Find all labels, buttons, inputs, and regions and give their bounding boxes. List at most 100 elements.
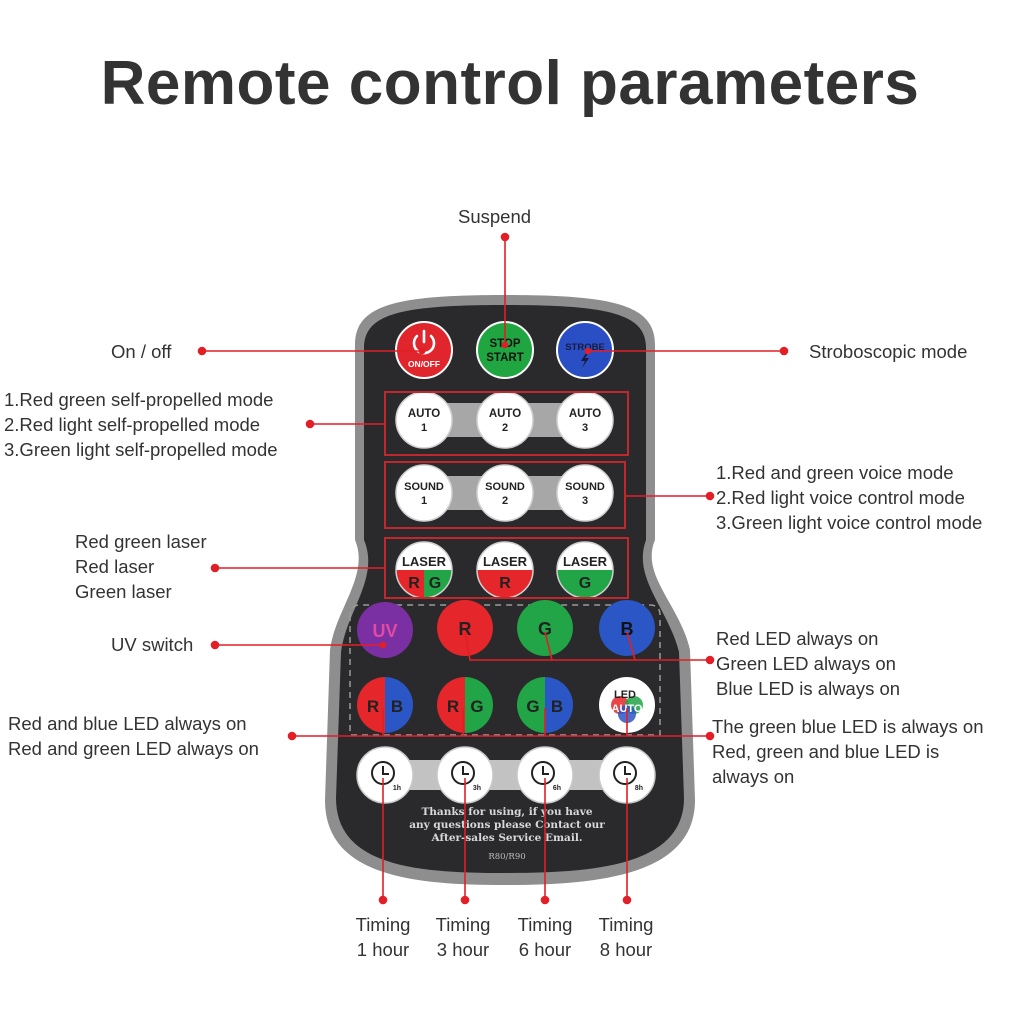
footer-line-1: Thanks for using, if you have <box>421 806 592 818</box>
laser-g-letter: G <box>579 575 591 592</box>
led-auto-button[interactable]: LED AUTO <box>599 677 655 733</box>
auto-2-label: AUTO <box>489 408 521 420</box>
label-led-single: Red LED always on Green LED always on Bl… <box>716 626 900 701</box>
sound-2-button[interactable]: SOUND 2 <box>476 464 534 522</box>
auto-3-number: 3 <box>582 422 588 434</box>
label-timing-8-word: Timing <box>598 914 654 935</box>
label-timing-8: Timing 8 hour <box>590 912 662 962</box>
label-uv-switch: UV switch <box>111 634 194 655</box>
label-stroboscopic: Stroboscopic mode <box>809 341 968 362</box>
label-auto-modes: 1.Red green self-propelled mode 2.Red li… <box>4 387 278 462</box>
timer-8h-label: 8h <box>635 785 643 792</box>
sound-3-number: 3 <box>582 495 588 507</box>
sound-3-button[interactable]: SOUND 3 <box>556 464 614 522</box>
label-laser-r: Red laser <box>75 556 155 577</box>
leader-lines <box>197 232 789 905</box>
auto-2-button[interactable]: AUTO 2 <box>476 391 534 449</box>
sound-2-number: 2 <box>502 495 508 507</box>
gb-g-letter: G <box>526 697 539 716</box>
timer-1h-button[interactable]: 1h <box>356 746 414 804</box>
timer-6h-label: 6h <box>553 785 561 792</box>
rb-r-letter: R <box>367 697 379 716</box>
label-timing-1-word: Timing <box>355 914 411 935</box>
red-led-label: R <box>459 619 472 639</box>
sound-1-number: 1 <box>421 495 427 507</box>
red-led-button[interactable]: R <box>437 600 493 656</box>
label-voice-2: 2.Red light voice control mode <box>716 487 965 508</box>
label-voice-3: 3.Green light voice control mode <box>716 512 983 533</box>
led-auto-led-label: LED <box>614 689 636 701</box>
label-led-combo-right: The green blue LED is always on Red, gre… <box>712 714 983 789</box>
footer-line-3: After-sales Service Email. <box>430 832 582 844</box>
sound-group-frame <box>384 461 626 529</box>
page-title: Remote control parameters <box>100 49 920 118</box>
label-timing-1-hours: 1 hour <box>356 939 410 960</box>
label-on-off: On / off <box>111 341 172 362</box>
label-suspend: Suspend <box>458 206 532 227</box>
label-voice-modes: 1.Red and green voice mode 2.Red light v… <box>716 460 982 535</box>
uv-label: UV <box>372 621 397 641</box>
clock-icon <box>531 761 555 785</box>
blue-led-button[interactable]: B <box>599 600 655 656</box>
timer-3h-button[interactable]: 3h <box>436 746 494 804</box>
sound-1-button[interactable]: SOUND 1 <box>395 464 453 522</box>
label-voice-1: 1.Red and green voice mode <box>716 462 954 483</box>
start-label: START <box>486 352 523 364</box>
led-area-outline <box>349 604 661 736</box>
laser-r-letter: R <box>499 575 511 592</box>
label-timing-8-hours: 8 hour <box>599 939 653 960</box>
label-auto-1: 1.Red green self-propelled mode <box>4 389 274 410</box>
label-timing-3: Timing 3 hour <box>427 912 499 962</box>
label-timing-6-word: Timing <box>517 914 573 935</box>
laser-g-label: LASER <box>563 554 608 569</box>
timer-3h-label: 3h <box>473 785 481 792</box>
timer-1h-label: 1h <box>393 785 401 792</box>
green-led-label: G <box>538 619 552 639</box>
label-auto-3: 3.Green light self-propelled mode <box>4 439 278 460</box>
rb-b-letter: B <box>391 697 403 716</box>
label-auto-2: 2.Red light self-propelled mode <box>4 414 261 435</box>
sound-3-label: SOUND <box>565 481 605 493</box>
label-green-led: Green LED always on <box>716 653 896 674</box>
sound-2-label: SOUND <box>485 481 525 493</box>
auto-1-button[interactable]: AUTO 1 <box>395 391 453 449</box>
label-laser-rg: Red green laser <box>75 531 207 552</box>
label-timing-6: Timing 6 hour <box>509 912 581 962</box>
label-red-green-led: Red and green LED always on <box>8 738 259 759</box>
label-laser-modes: Red green laser Red laser Green laser <box>75 529 207 604</box>
lightning-icon <box>581 353 589 368</box>
label-rgb-led-2: always on <box>712 766 795 787</box>
footer-model: R80/R90 <box>488 852 525 862</box>
footer-line-2: any questions please Contact our <box>409 819 605 831</box>
gb-b-letter: B <box>551 697 563 716</box>
label-timing-1: Timing 1 hour <box>347 912 419 962</box>
auto-1-number: 1 <box>421 422 427 434</box>
strobe-label: STROBE <box>565 342 605 353</box>
label-green-blue-led: The green blue LED is always on <box>712 716 984 737</box>
power-label: ON/OFF <box>408 359 440 369</box>
label-laser-g: Green laser <box>75 581 172 602</box>
sound-1-label: SOUND <box>404 481 444 493</box>
laser-rg-r: R <box>408 575 420 592</box>
clock-icon <box>451 761 475 785</box>
timer-connector <box>385 760 630 790</box>
label-red-blue-led: Red and blue LED always on <box>8 713 247 734</box>
laser-rg-label: LASER <box>402 554 447 569</box>
green-led-button[interactable]: G <box>517 600 573 656</box>
auto-2-number: 2 <box>502 422 508 434</box>
label-timing-6-hours: 6 hour <box>518 939 572 960</box>
clock-icon <box>613 761 637 785</box>
label-red-led: Red LED always on <box>716 628 879 649</box>
laser-rg-button[interactable]: LASER R G <box>395 540 455 600</box>
auto-3-label: AUTO <box>569 408 601 420</box>
auto-1-label: AUTO <box>408 408 440 420</box>
laser-r-label: LASER <box>483 554 528 569</box>
uv-button[interactable]: UV <box>357 602 413 658</box>
label-timing-3-hours: 3 hour <box>436 939 490 960</box>
label-blue-led: Blue LED is always on <box>716 678 901 699</box>
rg-r-letter: R <box>447 697 459 716</box>
laser-rg-g: G <box>429 575 441 592</box>
auto-3-button[interactable]: AUTO 3 <box>556 391 614 449</box>
timer-8h-button[interactable]: 8h <box>598 746 656 804</box>
